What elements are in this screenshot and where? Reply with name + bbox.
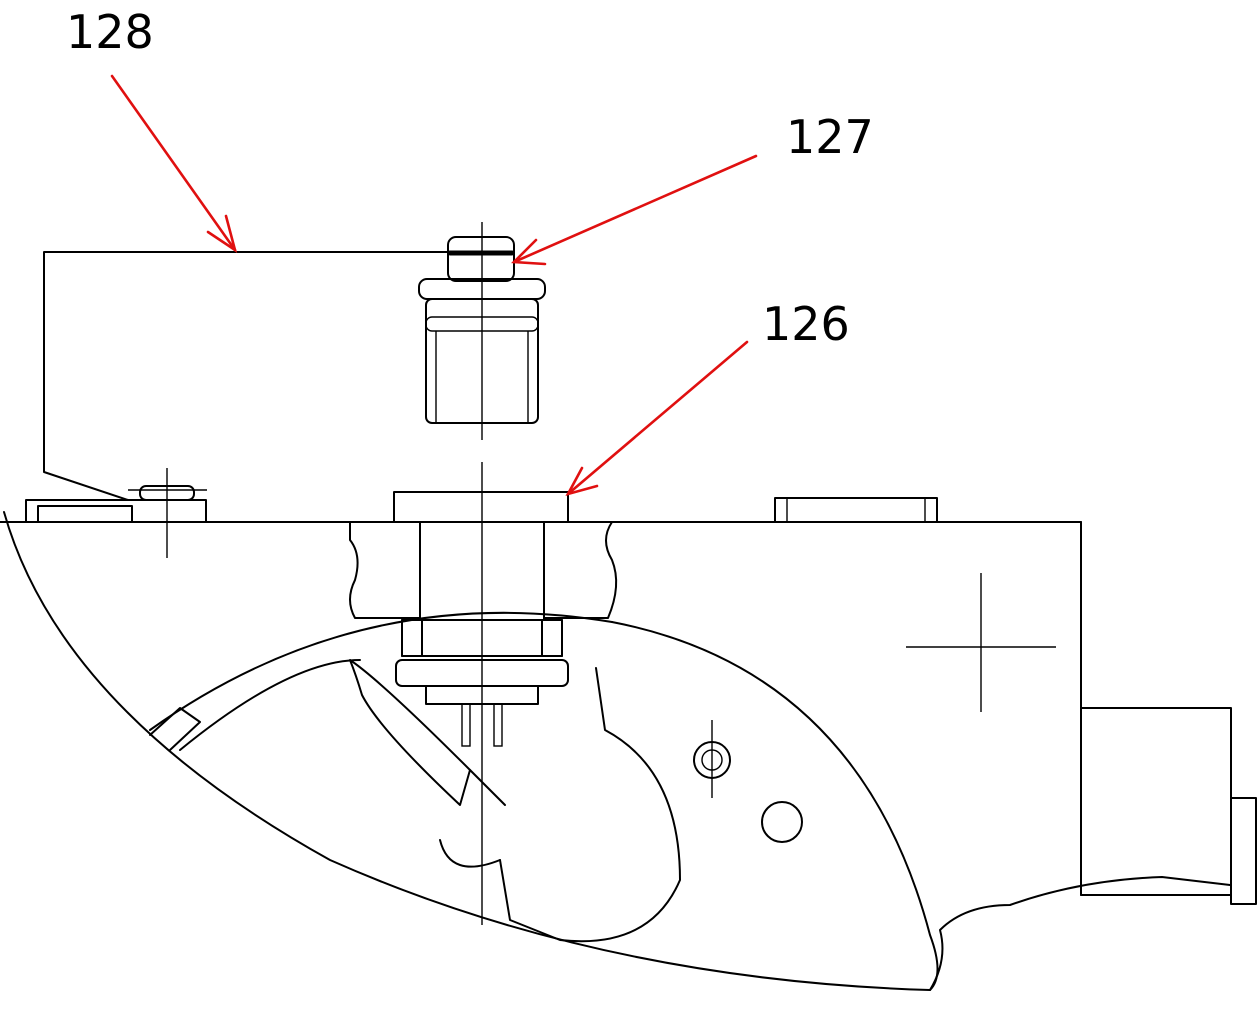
internal-mechanism <box>149 573 1056 943</box>
leader-lines <box>110 74 758 497</box>
right-cover-plate <box>774 497 938 523</box>
socket <box>349 491 618 747</box>
callout-128-label: 128 <box>66 5 154 59</box>
main-body <box>0 511 1231 991</box>
left-fastener <box>25 468 207 558</box>
right-housing <box>1080 707 1257 905</box>
callout-126-label: 126 <box>762 297 850 351</box>
upper-plate <box>43 251 449 501</box>
callout-127-label: 127 <box>786 110 874 164</box>
